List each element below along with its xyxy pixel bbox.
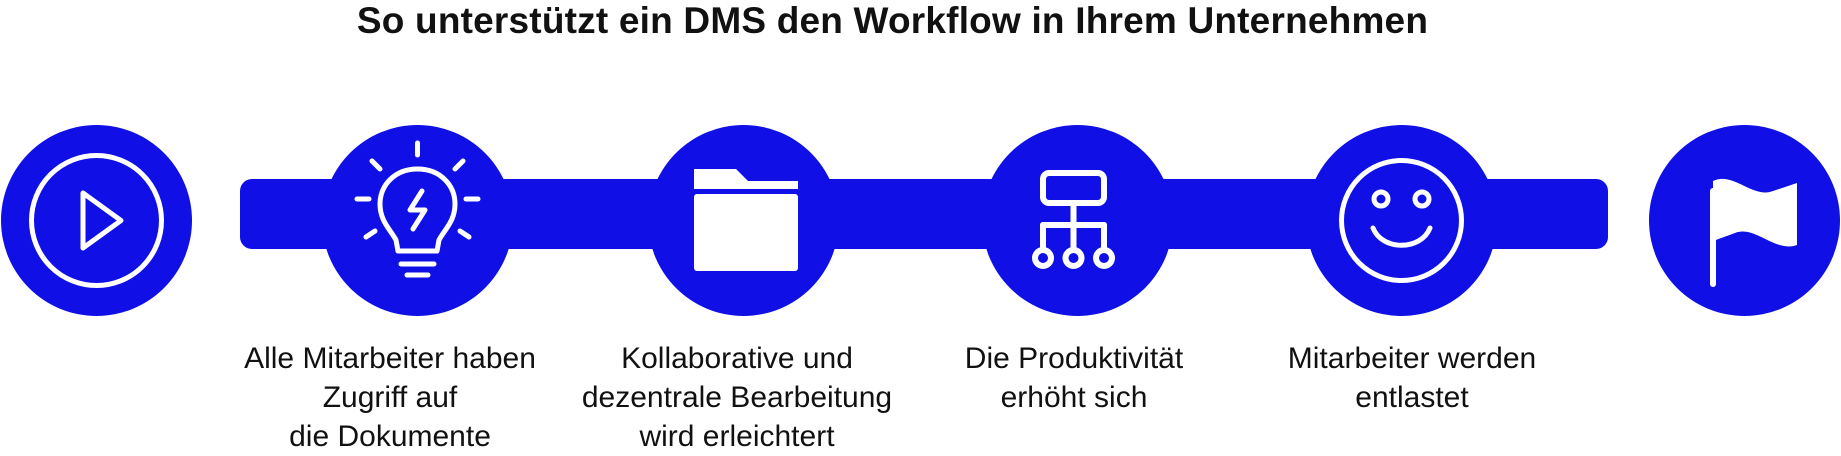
page-title: So unterstützt ein DMS den Workflow in I… [356, 0, 1429, 41]
step-node-2 [648, 125, 839, 316]
step-caption-1-line-1: Alle Mitarbeiter haben [244, 342, 536, 375]
step-caption-2-line-1: Kollaborative und [621, 342, 853, 375]
step-caption-4-line-2: entlastet [1355, 381, 1469, 414]
step-caption-3-line-1: Die Produktivität [964, 342, 1184, 375]
smiley-icon [1339, 158, 1464, 283]
step-caption-2-line-3: wird erleichtert [639, 420, 835, 453]
step-node-4 [1306, 125, 1497, 316]
end-node [1649, 125, 1840, 316]
step-caption-3-line-2: erhöht sich [1000, 381, 1148, 414]
hierarchy-icon [1032, 170, 1115, 269]
step-caption-1: Alle Mitarbeiter haben Zugriff auf die D… [200, 339, 580, 456]
step-node-3 [982, 125, 1173, 316]
step-caption-4: Mitarbeiter werden entlastet [1222, 339, 1602, 417]
lightbulb-icon [354, 140, 481, 278]
start-node [1, 125, 192, 316]
step-node-1 [322, 125, 513, 316]
step-caption-2: Kollaborative und dezentrale Bearbeitung… [547, 339, 927, 456]
step-caption-3: Die Produktivität erhöht sich [884, 339, 1264, 417]
play-icon [29, 153, 164, 288]
step-caption-1-line-2: Zugriff auf [322, 381, 458, 414]
step-caption-1-line-3: die Dokumente [289, 420, 491, 453]
step-caption-4-line-1: Mitarbeiter werden [1287, 342, 1537, 375]
flag-icon [1710, 178, 1797, 287]
folder-icon [694, 169, 798, 271]
step-caption-2-line-2: dezentrale Bearbeitung [581, 381, 893, 414]
